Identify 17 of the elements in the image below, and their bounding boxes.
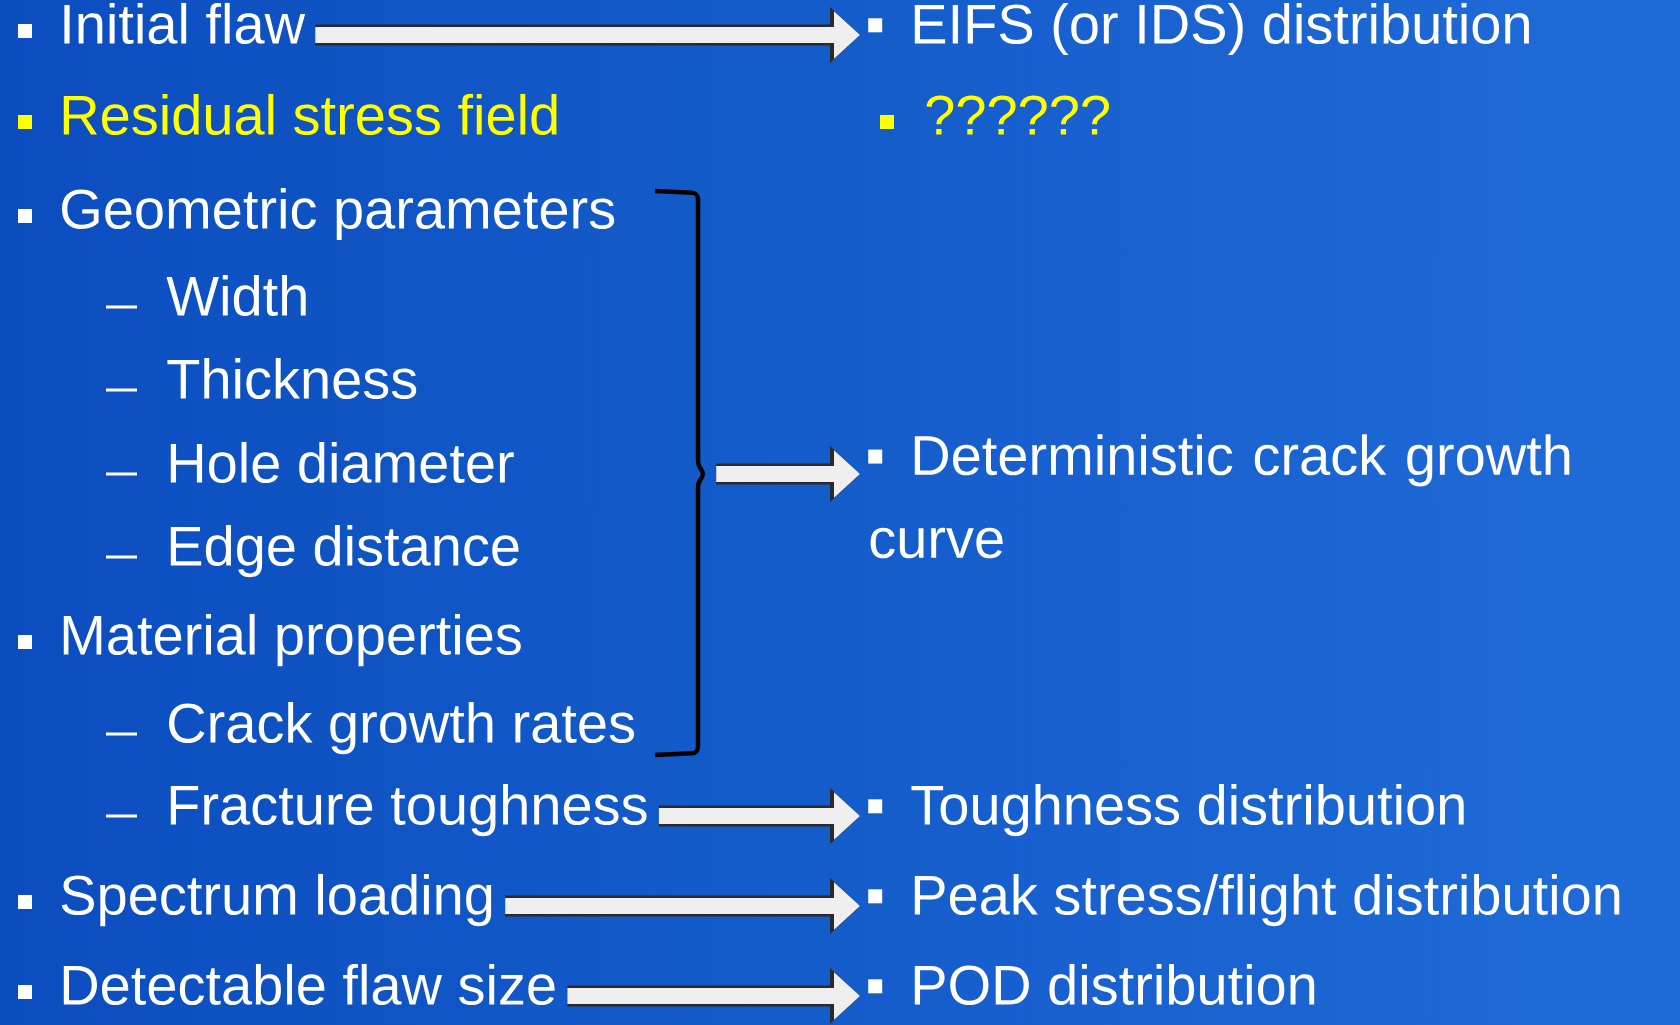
list-item: Thickness xyxy=(167,357,417,400)
list-item: Spectrum loading xyxy=(61,873,492,927)
list-item: Peak stress/flight distribution xyxy=(868,873,1620,927)
list-item: ?????? xyxy=(926,95,1109,135)
bracket xyxy=(654,188,705,758)
list-item: Edge distance xyxy=(170,524,519,578)
list-item: Deterministic crack growth curve xyxy=(868,434,1570,559)
list-item: Fracture toughness xyxy=(170,783,647,837)
list-item: POD distribution xyxy=(868,963,1315,1006)
list-item: Initial flaw xyxy=(64,2,306,45)
list-item: Residual stress field xyxy=(63,93,557,136)
list-item: Toughness distribution xyxy=(868,783,1464,837)
list-item: Hole diameter xyxy=(170,441,514,484)
list-item: Width xyxy=(166,274,306,317)
list-item: Material properties xyxy=(63,613,521,667)
list-item: EIFS (or IDS) distribution xyxy=(868,2,1529,56)
list-item: Detectable flaw size xyxy=(63,963,555,1006)
